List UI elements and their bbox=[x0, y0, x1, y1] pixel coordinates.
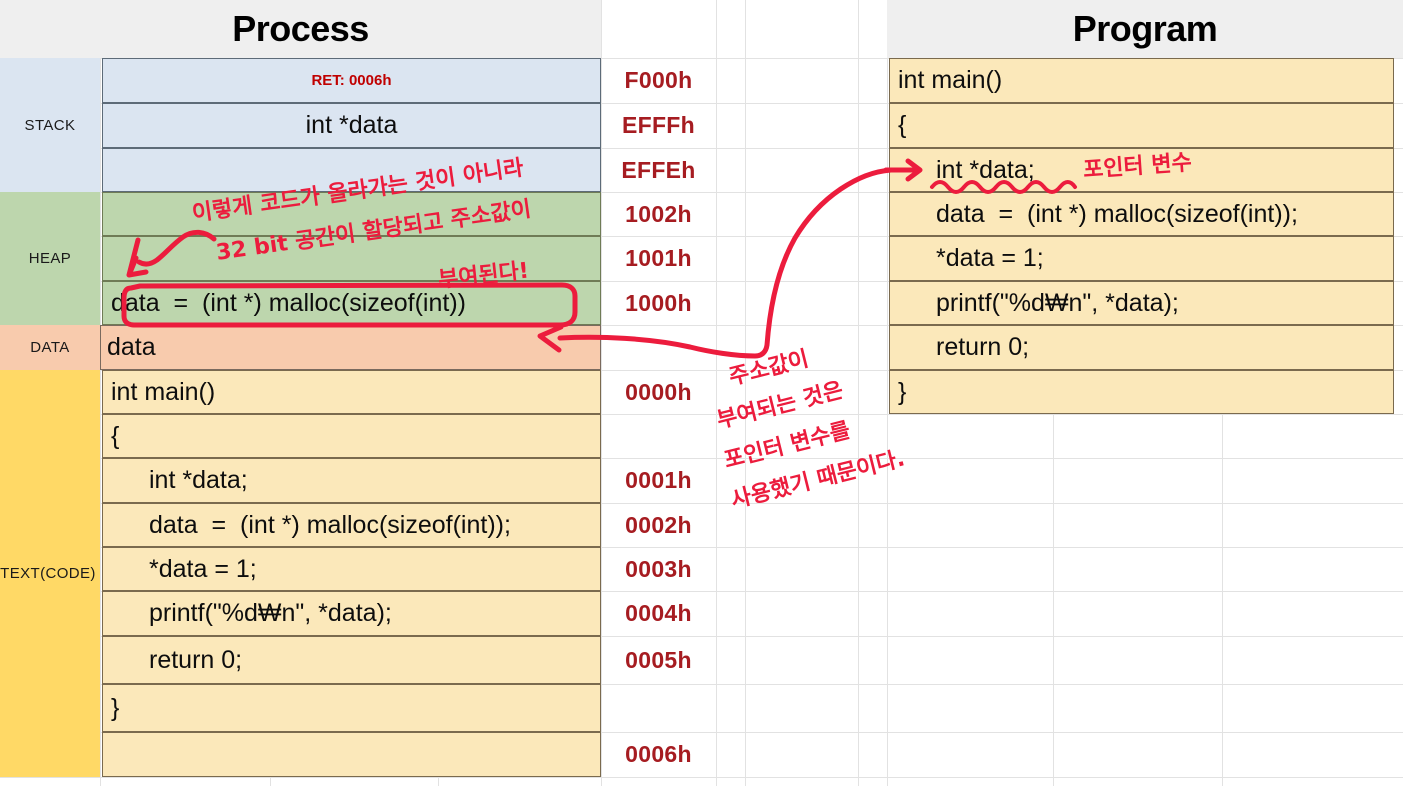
address-F000h-text: F000h bbox=[624, 67, 693, 93]
program-row-6-text: return 0; bbox=[936, 333, 1030, 361]
program-row-3-text: data = (int *) malloc(sizeof(int)); bbox=[936, 199, 1298, 228]
address-0005h-text: 0005h bbox=[625, 646, 692, 673]
segment-stack: STACK bbox=[0, 58, 100, 192]
address-0004h-text: 0004h bbox=[625, 600, 692, 626]
data-global-text: data bbox=[107, 333, 156, 361]
segment-text-code-label: TEXT(CODE) bbox=[0, 565, 96, 582]
address-1000h-text: 1000h bbox=[625, 289, 692, 316]
program-cell-6: return 0; bbox=[889, 325, 1394, 370]
program-cell-5: printf("%d₩n", *data); bbox=[889, 281, 1394, 325]
code-row-6-text: return 0; bbox=[149, 645, 243, 674]
memory-cell-code-0: int main() bbox=[102, 370, 601, 414]
address-1001h: 1001h bbox=[601, 236, 716, 281]
program-cell-0: int main() bbox=[889, 58, 1394, 103]
memory-cell-data-global: data bbox=[100, 325, 601, 370]
segment-data: DATA bbox=[0, 325, 100, 370]
program-row-7-text: } bbox=[898, 377, 907, 406]
program-row-1-text: { bbox=[898, 111, 907, 139]
code-row-5-text: printf("%d₩n", *data); bbox=[149, 599, 392, 627]
program-row-4-text: *data = 1; bbox=[936, 244, 1044, 272]
address-0002h: 0002h bbox=[601, 503, 716, 547]
memory-cell-heap-1002 bbox=[102, 192, 601, 236]
address-1001h-text: 1001h bbox=[625, 245, 692, 271]
address-0000h: 0000h bbox=[601, 370, 716, 414]
program-cell-1: { bbox=[889, 103, 1394, 148]
address-1000h: 1000h bbox=[601, 281, 716, 325]
code-row-2-text: int *data; bbox=[149, 466, 248, 494]
address-0006h: 0006h bbox=[601, 732, 716, 777]
address-0002h-text: 0002h bbox=[625, 511, 692, 538]
code-row-4-text: *data = 1; bbox=[149, 554, 257, 583]
address-EFFEh-text: EFFEh bbox=[621, 156, 696, 183]
stack-intdata-text: int *data bbox=[305, 111, 398, 139]
address-0006h-text: 0006h bbox=[625, 741, 692, 767]
segment-data-label: DATA bbox=[30, 339, 70, 356]
process-title: Process bbox=[232, 8, 369, 49]
program-cell-3: data = (int *) malloc(sizeof(int)); bbox=[889, 192, 1394, 236]
program-cell-4: *data = 1; bbox=[889, 236, 1394, 281]
memory-cell-code-2: int *data; bbox=[102, 458, 601, 503]
code-row-0-text: int main() bbox=[111, 377, 216, 406]
memory-cell-code-8 bbox=[102, 732, 601, 777]
address-EFFEh: EFFEh bbox=[601, 148, 716, 192]
segment-text-code: TEXT(CODE) bbox=[0, 370, 100, 777]
address-0001h-text: 0001h bbox=[625, 467, 692, 493]
program-cell-7: } bbox=[889, 370, 1394, 414]
address-0000h-text: 0000h bbox=[625, 378, 692, 405]
segment-heap: HEAP bbox=[0, 192, 100, 325]
code-row-1-text: { bbox=[111, 421, 120, 450]
heap-1000-text: data = (int *) malloc(sizeof(int)) bbox=[111, 288, 466, 317]
memory-cell-code-1: { bbox=[102, 414, 601, 458]
program-title: Program bbox=[1072, 8, 1218, 49]
address-EFFFh-text: EFFFh bbox=[621, 112, 696, 138]
address-1002h-text: 1002h bbox=[625, 200, 692, 227]
segment-heap-label: HEAP bbox=[28, 250, 72, 267]
memory-cell-stack-intdata: int *data bbox=[102, 103, 601, 148]
address-0004h: 0004h bbox=[601, 591, 716, 636]
stack-ret-text: RET: 0006h bbox=[311, 72, 392, 89]
program-row-0-text: int main() bbox=[898, 66, 1003, 94]
program-header-band: Program bbox=[887, 0, 1403, 58]
address-0001h: 0001h bbox=[601, 458, 716, 503]
address-0003h: 0003h bbox=[601, 547, 716, 591]
address-0003h-text: 0003h bbox=[625, 555, 692, 582]
memory-cell-code-4: *data = 1; bbox=[102, 547, 601, 591]
memory-cell-heap-1000: data = (int *) malloc(sizeof(int)) bbox=[102, 281, 601, 325]
address-F000h: F000h bbox=[601, 58, 716, 103]
program-row-2-text: int *data; bbox=[936, 155, 1035, 184]
memory-cell-code-6: return 0; bbox=[102, 636, 601, 684]
memory-cell-code-5: printf("%d₩n", *data); bbox=[102, 591, 601, 636]
memory-cell-stack-ret: RET: 0006h bbox=[102, 58, 601, 103]
segment-stack-label: STACK bbox=[24, 116, 76, 134]
address-0005h: 0005h bbox=[601, 636, 716, 684]
program-row-5-text: printf("%d₩n", *data); bbox=[936, 288, 1179, 317]
address-EFFFh: EFFFh bbox=[601, 103, 716, 148]
code-row-3-text: data = (int *) malloc(sizeof(int)); bbox=[149, 510, 511, 539]
memory-cell-code-3: data = (int *) malloc(sizeof(int)); bbox=[102, 503, 601, 547]
memory-cell-code-7: } bbox=[102, 684, 601, 732]
address-1002h: 1002h bbox=[601, 192, 716, 236]
process-header-band: Process bbox=[0, 0, 601, 58]
code-row-7-text: } bbox=[111, 693, 120, 722]
